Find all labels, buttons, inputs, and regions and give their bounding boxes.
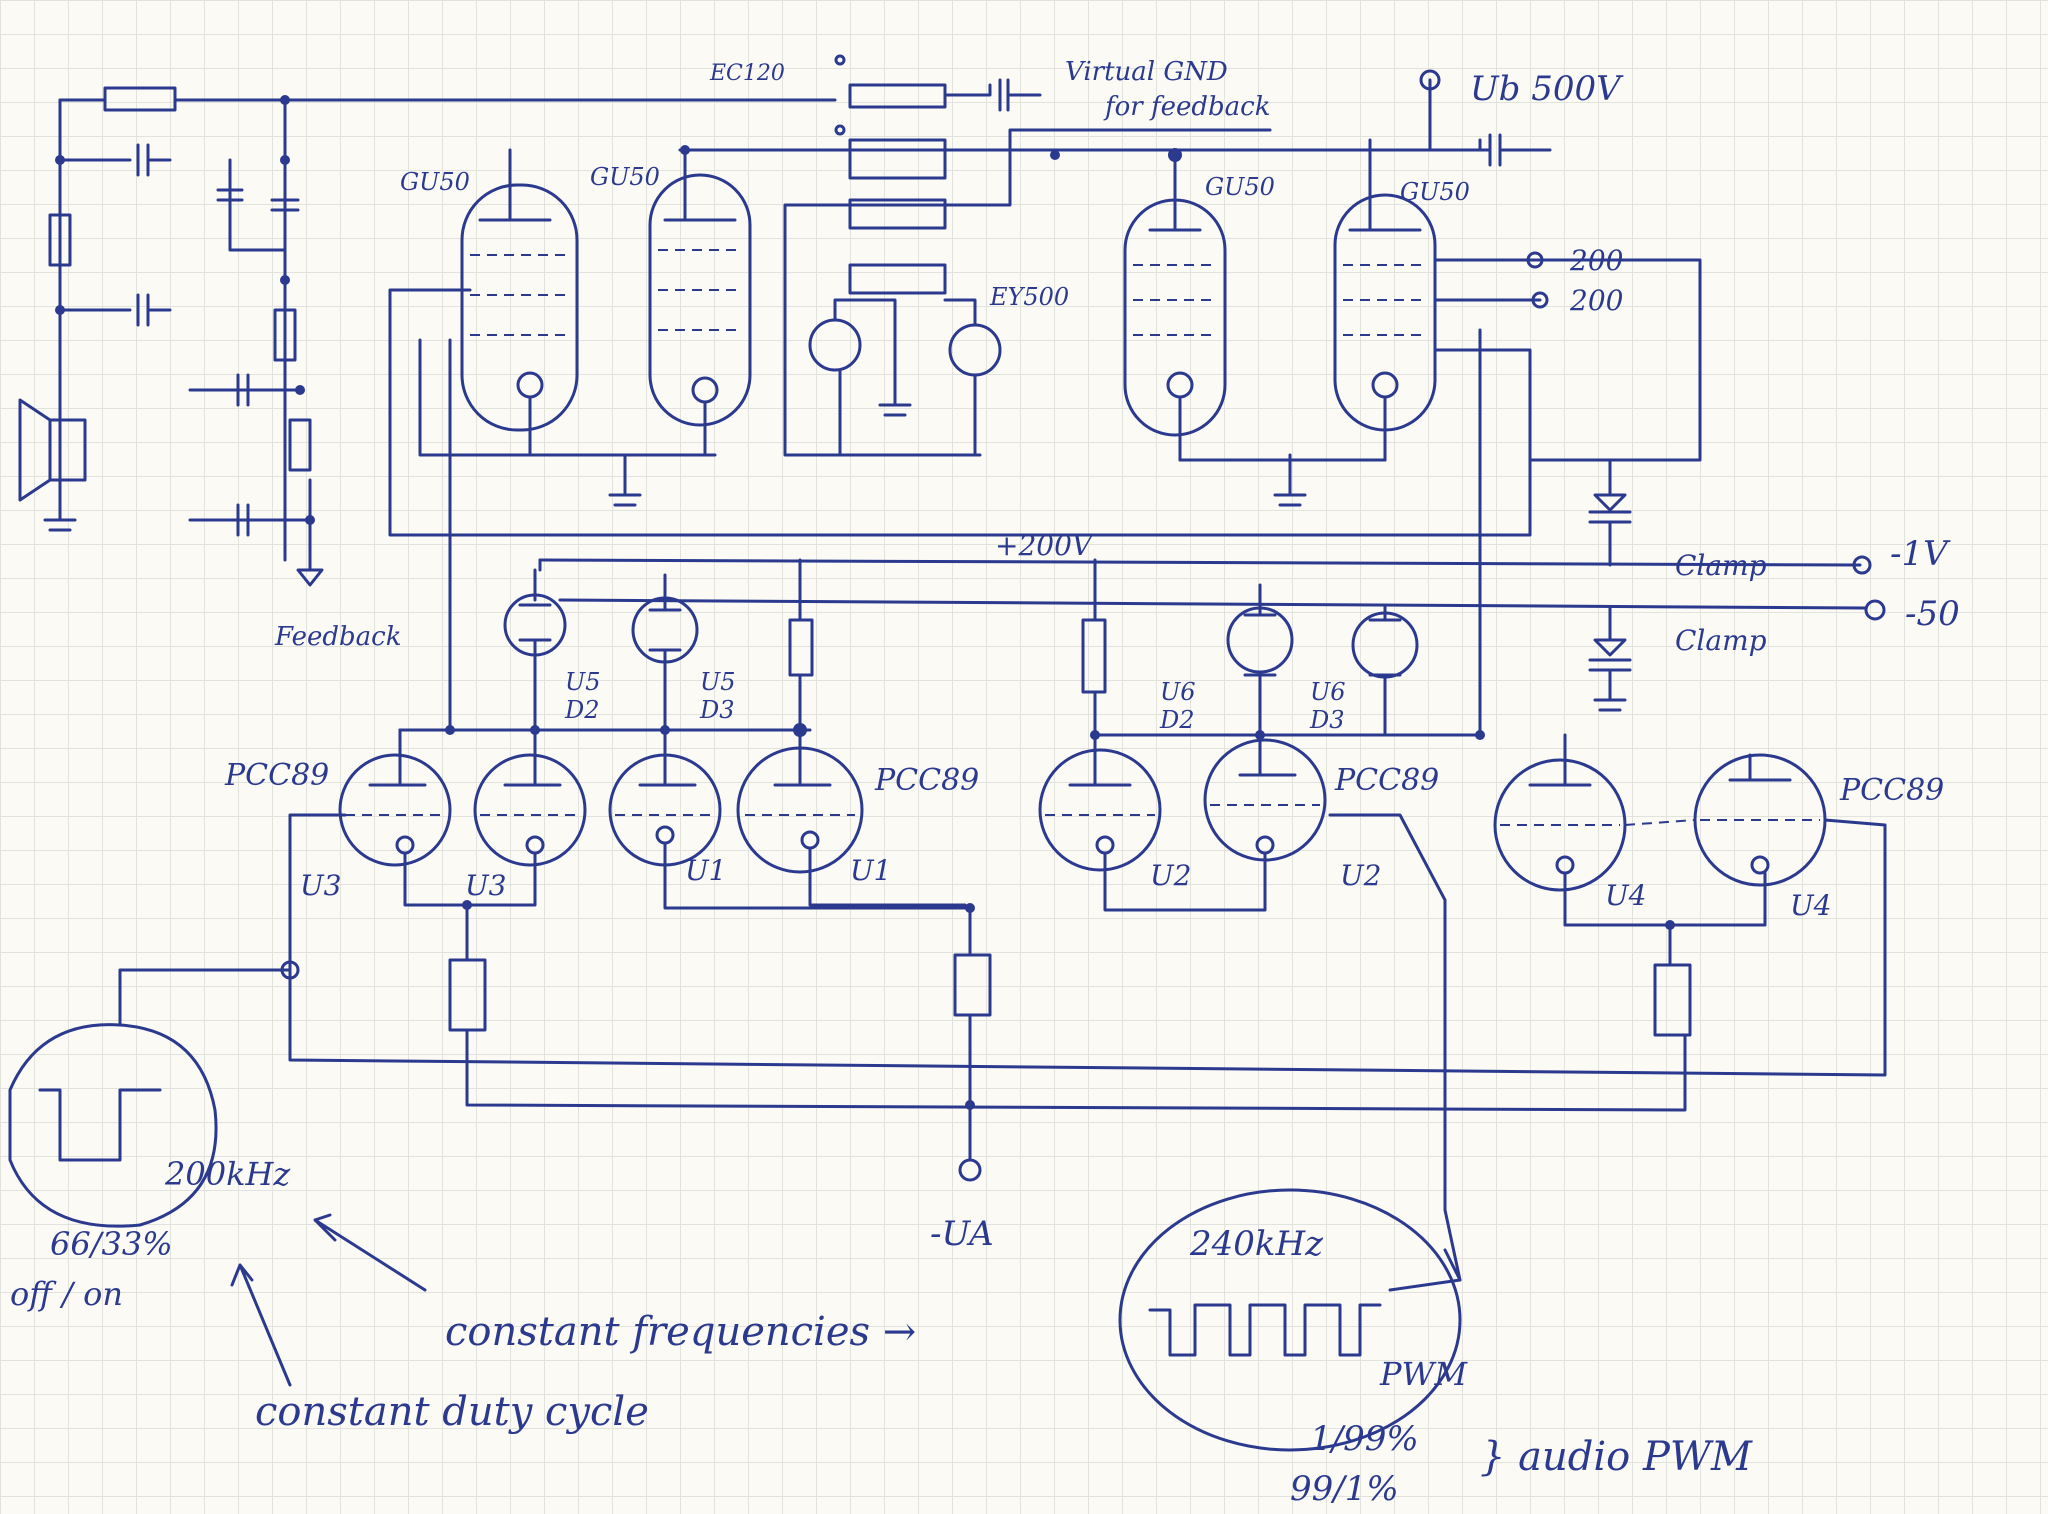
gu50-tube-1 bbox=[460, 148, 579, 457]
resistor-u1-anode bbox=[788, 618, 814, 677]
diode-u6-d3 bbox=[1351, 603, 1419, 737]
u1-label-a: U1 bbox=[685, 854, 726, 887]
clamp-2-label: Clamp bbox=[1675, 624, 1767, 657]
clamp-1-label: Clamp bbox=[1675, 549, 1767, 582]
u5-d2-label-a: U5 bbox=[565, 668, 601, 696]
ub-terminal[interactable] bbox=[1419, 69, 1441, 91]
gu50-3-label: GU50 bbox=[1205, 173, 1275, 201]
arrow-to-freq bbox=[313, 1213, 427, 1292]
audio-pwm-label: } audio PWM bbox=[1480, 1434, 1753, 1480]
ec120-label: EC120 bbox=[709, 61, 785, 86]
grid-bus bbox=[388, 288, 1532, 537]
pcc89-u3 bbox=[338, 728, 587, 907]
diode-u5-d3 bbox=[631, 573, 699, 732]
minus-50-rail bbox=[538, 558, 1867, 610]
tap-200-label: 200 bbox=[1569, 284, 1623, 317]
feedback-network bbox=[18, 86, 324, 587]
u5-d3-label-a: U5 bbox=[700, 668, 736, 696]
u5-d3-label-b: D3 bbox=[699, 696, 735, 724]
u3-label-a: U3 bbox=[300, 869, 341, 902]
duty-66-33-label: 66/33% bbox=[50, 1225, 173, 1263]
gu50-2-label: GU50 bbox=[590, 163, 660, 191]
u3-label-b: U3 bbox=[465, 869, 506, 902]
minus-ua-terminal[interactable] bbox=[958, 1158, 982, 1182]
resistor-u2-anode bbox=[1081, 618, 1107, 694]
arrow-to-duty bbox=[230, 1263, 292, 1387]
constant-frequencies-label: constant frequencies → bbox=[445, 1309, 916, 1355]
minus-50-label: -50 bbox=[1905, 594, 1960, 634]
u2-label-a: U2 bbox=[1150, 859, 1191, 892]
overline-200-label: 200 bbox=[1569, 244, 1623, 277]
pwm-1-99-label: 1/99% bbox=[1310, 1419, 1419, 1459]
pcc89-1-label: PCC89 bbox=[224, 758, 329, 793]
oscillator-240khz bbox=[1118, 1188, 1462, 1452]
minus-50-terminal[interactable] bbox=[1864, 599, 1886, 621]
freq-240khz-label: 240kHz bbox=[1189, 1224, 1324, 1264]
feedback-label: Feedback bbox=[274, 622, 402, 652]
u4-label-a: U4 bbox=[1605, 879, 1646, 912]
oscillator-200khz bbox=[8, 968, 292, 1228]
ec120-block bbox=[783, 54, 1272, 457]
gu50-tube-3 bbox=[1123, 158, 1227, 462]
u6-d3-label-b: D3 bbox=[1309, 706, 1345, 734]
resistor-u3-cathode bbox=[448, 958, 487, 1032]
ey500-label: EY500 bbox=[989, 283, 1069, 311]
freq-200khz-label: 200kHz bbox=[164, 1155, 291, 1193]
ub-label: Ub 500V bbox=[1470, 69, 1624, 109]
gu50-1-label: GU50 bbox=[400, 168, 470, 196]
gu50-4-label: GU50 bbox=[1400, 178, 1470, 206]
pcc89-3-label: PCC89 bbox=[1334, 763, 1439, 798]
pwm-label: PWM bbox=[1379, 1355, 1468, 1393]
gu50-tube-4 bbox=[1333, 138, 1437, 462]
pwm-99-1-label: 99/1% bbox=[1290, 1469, 1399, 1509]
plus-200v-label: +200V bbox=[995, 529, 1095, 562]
gu50-tube-2 bbox=[648, 148, 752, 457]
u2-label-b: U2 bbox=[1340, 859, 1381, 892]
minus-ua-label: -UA bbox=[930, 1214, 994, 1254]
diode-u5-d2 bbox=[503, 568, 567, 732]
pcc89-u2 bbox=[1038, 733, 1327, 912]
pcc89-2-label: PCC89 bbox=[874, 763, 979, 798]
minus-1v-label: -1V bbox=[1890, 534, 1951, 574]
resistor-u4-cathode bbox=[1653, 963, 1692, 1037]
resistor-u1u2-cathode bbox=[953, 953, 992, 1017]
pcc89-u1 bbox=[608, 728, 967, 910]
pcc89-4-label: PCC89 bbox=[1839, 773, 1944, 808]
u6-d2-label-b: D2 bbox=[1159, 706, 1195, 734]
u6-d3-label-a: U6 bbox=[1310, 678, 1346, 706]
plus-200v-rail bbox=[538, 558, 1862, 567]
u5-d2-label-b: D2 bbox=[564, 696, 600, 724]
u6-d2-label-a: U6 bbox=[1160, 678, 1196, 706]
b-plus-rail bbox=[678, 78, 1552, 167]
pcc89-u4 bbox=[1493, 733, 1827, 927]
u1-label-b: U1 bbox=[850, 854, 891, 887]
diode-u6-d2 bbox=[1226, 583, 1294, 737]
virtual-gnd-label: Virtual GND bbox=[1065, 57, 1228, 87]
off-on-label: off / on bbox=[10, 1275, 123, 1313]
for-feedback-label: for feedback bbox=[1103, 92, 1270, 122]
constant-duty-cycle-label: constant duty cycle bbox=[255, 1389, 649, 1435]
u4-label-b: U4 bbox=[1790, 889, 1831, 922]
minus-1v-terminal[interactable] bbox=[1852, 555, 1872, 575]
